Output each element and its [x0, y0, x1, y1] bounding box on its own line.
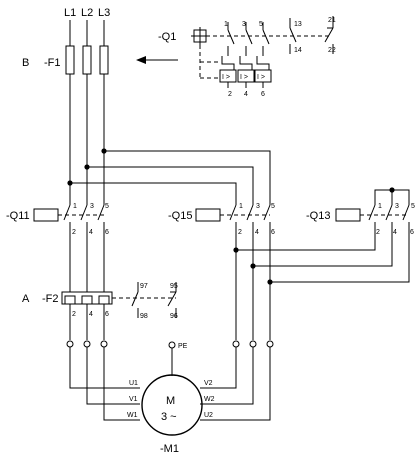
motor-terminal-w2: W2 — [204, 396, 215, 403]
q13-terminal-2: 2 — [376, 229, 380, 236]
contactor-q15-label: -Q15 — [168, 210, 192, 222]
breaker-q1: -Q1 1 3 5 I > I > I > — [158, 16, 336, 98]
q13-terminal-3: 3 — [395, 203, 399, 210]
q1-trip-glyph-1: I > — [222, 74, 230, 81]
q11-terminal-1: 1 — [73, 203, 77, 210]
motor-terminal-u2: U2 — [204, 412, 213, 419]
overload-relay-f2: A -F2 2 4 6 97 98 95 96 — [22, 282, 178, 340]
q1-aux-13: 13 — [294, 21, 302, 28]
f2-contact-97: 97 — [140, 283, 148, 290]
terminal-row — [66, 340, 274, 349]
pe-label: PE — [178, 343, 188, 350]
q1-terminal-2: 2 — [228, 91, 232, 98]
main-bus — [67, 74, 271, 205]
f2-terminal-6: 6 — [105, 311, 109, 318]
q11-terminal-5: 5 — [105, 203, 109, 210]
contactor-q15: -Q15 1 3 5 2 4 6 — [168, 203, 275, 340]
motor-m1-label: -M1 — [160, 443, 179, 455]
relay-f2-label: -F2 — [42, 293, 59, 305]
f2-contact-95: 95 — [170, 283, 178, 290]
q11-terminal-3: 3 — [90, 203, 94, 210]
q13-terminal-4: 4 — [393, 229, 397, 236]
q15-terminal-3: 3 — [256, 203, 260, 210]
q1-terminal-4: 4 — [244, 91, 248, 98]
q11-terminal-4: 4 — [89, 229, 93, 236]
contactor-q13: -Q13 1 3 5 2 4 6 — [236, 187, 415, 283]
f2-contact-98: 98 — [140, 313, 148, 320]
q13-terminal-6: 6 — [410, 229, 414, 236]
phase-label-l1: L1 — [64, 7, 76, 19]
motor-m1: M 3 ~ U1 V1 W1 V2 W2 U2 — [127, 374, 215, 436]
q1-trip-glyph-3: I > — [257, 74, 265, 81]
motor-terminal-w1: W1 — [127, 412, 138, 419]
section-label-a: A — [22, 293, 30, 305]
supply-lines — [69, 20, 105, 46]
contactor-q11: -Q11 1 3 5 2 4 6 — [6, 203, 109, 292]
motor-terminal-v1: V1 — [129, 396, 138, 403]
f2-terminal-4: 4 — [89, 311, 93, 318]
q11-terminal-6: 6 — [105, 229, 109, 236]
motor-spec: 3 ~ — [161, 411, 177, 423]
q1-terminal-1: 1 — [224, 21, 228, 28]
q15-terminal-5: 5 — [271, 203, 275, 210]
q15-terminal-4: 4 — [255, 229, 259, 236]
motor-wiring — [69, 347, 271, 421]
section-label-b: B — [22, 57, 29, 69]
q1-terminal-6: 6 — [261, 91, 265, 98]
q1-terminal-5: 5 — [259, 21, 263, 28]
motor-terminal-u1: U1 — [129, 380, 138, 387]
contactor-q13-label: -Q13 — [306, 210, 330, 222]
f2-contact-96: 96 — [170, 313, 178, 320]
q15-terminal-6: 6 — [271, 229, 275, 236]
q13-terminal-5: 5 — [411, 203, 415, 210]
q13-terminal-1: 1 — [378, 203, 382, 210]
f2-terminal-2: 2 — [72, 311, 76, 318]
phase-label-l2: L2 — [81, 7, 93, 19]
motor-terminal-v2: V2 — [204, 380, 213, 387]
q15-terminal-1: 1 — [239, 203, 243, 210]
q1-trip-glyph-2: I > — [240, 74, 248, 81]
q1-aux-21: 21 — [328, 17, 336, 24]
fuse-f1-label: -F1 — [44, 57, 61, 69]
breaker-q1-label: -Q1 — [158, 31, 176, 43]
q11-terminal-2: 2 — [72, 229, 76, 236]
fuse-f1 — [65, 45, 109, 75]
alternative-arrow — [136, 56, 178, 64]
q15-terminal-2: 2 — [238, 229, 242, 236]
q1-terminal-3: 3 — [242, 21, 246, 28]
contactor-q11-label: -Q11 — [6, 210, 30, 222]
motor-name: M — [166, 395, 175, 407]
q1-aux-14: 14 — [294, 47, 302, 54]
q1-aux-22: 22 — [328, 47, 336, 54]
phase-label-l3: L3 — [98, 7, 110, 19]
